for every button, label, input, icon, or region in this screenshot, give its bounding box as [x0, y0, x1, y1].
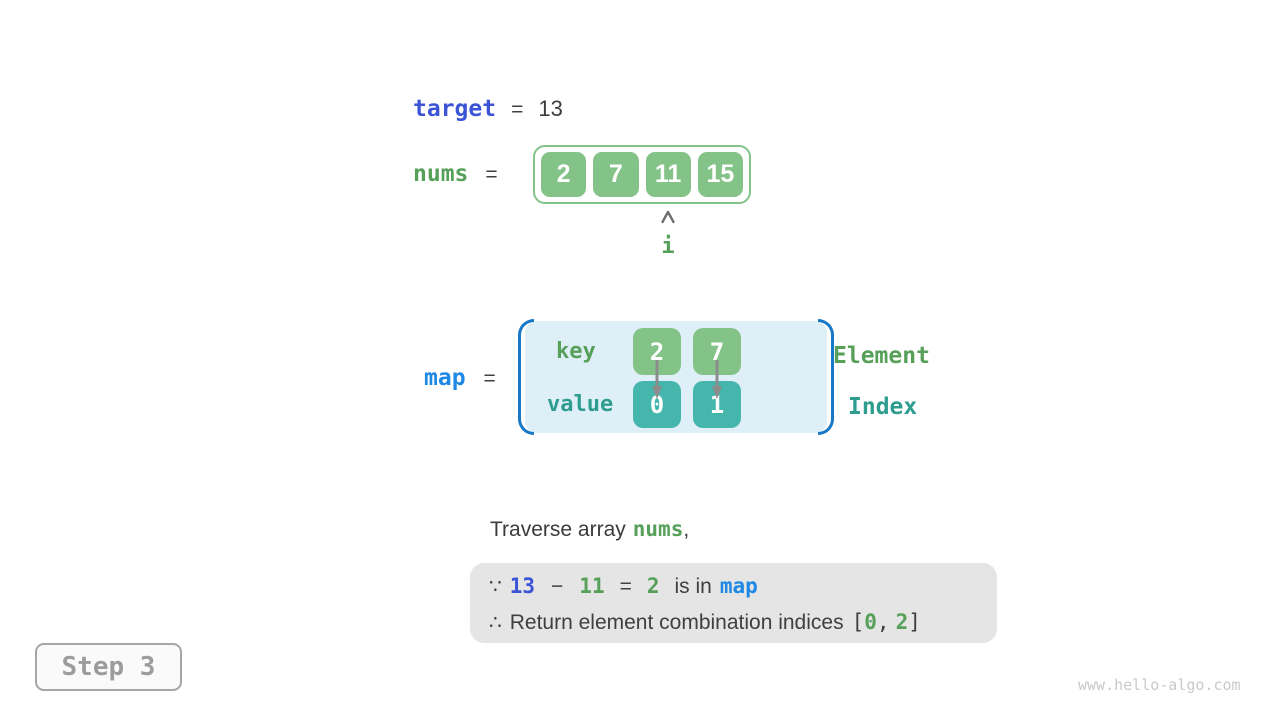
watermark: www.hello-algo.com	[1078, 676, 1241, 694]
result-index-b: 2	[895, 610, 909, 634]
target-value: 13	[538, 96, 563, 121]
traverse-nums-code: nums	[632, 517, 684, 541]
nums-equals-sign: =	[485, 163, 498, 186]
nums-label: nums	[413, 161, 469, 187]
map-value-row-label: value	[547, 392, 614, 417]
difference-value: 2	[646, 574, 660, 598]
map-left-bracket	[518, 319, 534, 435]
step-badge: Step 3	[35, 643, 182, 691]
map-code-ref: map	[719, 574, 758, 598]
index-pointer-label: i	[661, 234, 675, 259]
therefore-symbol: ∴	[489, 612, 502, 634]
nums-array-cell: 15	[697, 152, 743, 197]
traverse-comma: ,	[683, 518, 690, 541]
nums-array-cell: 7	[593, 152, 639, 197]
pointer-up-caret-icon	[661, 210, 675, 224]
target-row: target = 13	[413, 96, 563, 122]
because-line: ∵ 13 − 11 = 2 is in map	[489, 574, 758, 599]
therefore-text: Return element combination indices	[509, 611, 844, 634]
key-to-value-arrow-icon	[652, 360, 662, 399]
target-label: target	[413, 96, 497, 122]
map-equals-sign: =	[483, 367, 496, 390]
map-structure: key value 2 7 0 1	[518, 319, 834, 435]
nums-array-container: 2 7 11 15	[533, 145, 751, 204]
is-in-text: is in	[674, 575, 712, 598]
open-bracket: [	[851, 610, 865, 634]
map-right-bracket	[818, 319, 834, 435]
traverse-sentence: Traverse array nums ,	[490, 517, 689, 542]
minus-sign: −	[551, 575, 564, 598]
element-annotation-label: Element	[833, 343, 930, 369]
subtrahend-value: 11	[579, 574, 605, 598]
map-label-row: map =	[424, 365, 496, 391]
equals-sign: =	[619, 575, 632, 598]
nums-array-cell: 11	[645, 152, 691, 197]
map-key-cell: 2	[633, 328, 681, 375]
key-to-value-arrow-icon	[712, 360, 722, 399]
result-index-a: 0	[864, 610, 877, 634]
minuend-value: 13	[509, 574, 536, 598]
therefore-line: ∴ Return element combination indices [ 0…	[489, 610, 921, 635]
traverse-text: Traverse array	[490, 518, 626, 541]
nums-label-row: nums =	[413, 161, 498, 187]
map-key-row-label: key	[556, 339, 596, 364]
index-annotation-label: Index	[848, 394, 918, 420]
result-comma: ,	[876, 610, 890, 634]
nums-array-cell: 2	[541, 152, 587, 197]
map-label: map	[424, 365, 466, 391]
close-bracket: ]	[908, 610, 921, 634]
conclusion-box: ∵ 13 − 11 = 2 is in map ∴ Return element…	[470, 563, 997, 643]
target-equals-sign: =	[511, 98, 524, 121]
because-symbol: ∵	[489, 576, 502, 598]
